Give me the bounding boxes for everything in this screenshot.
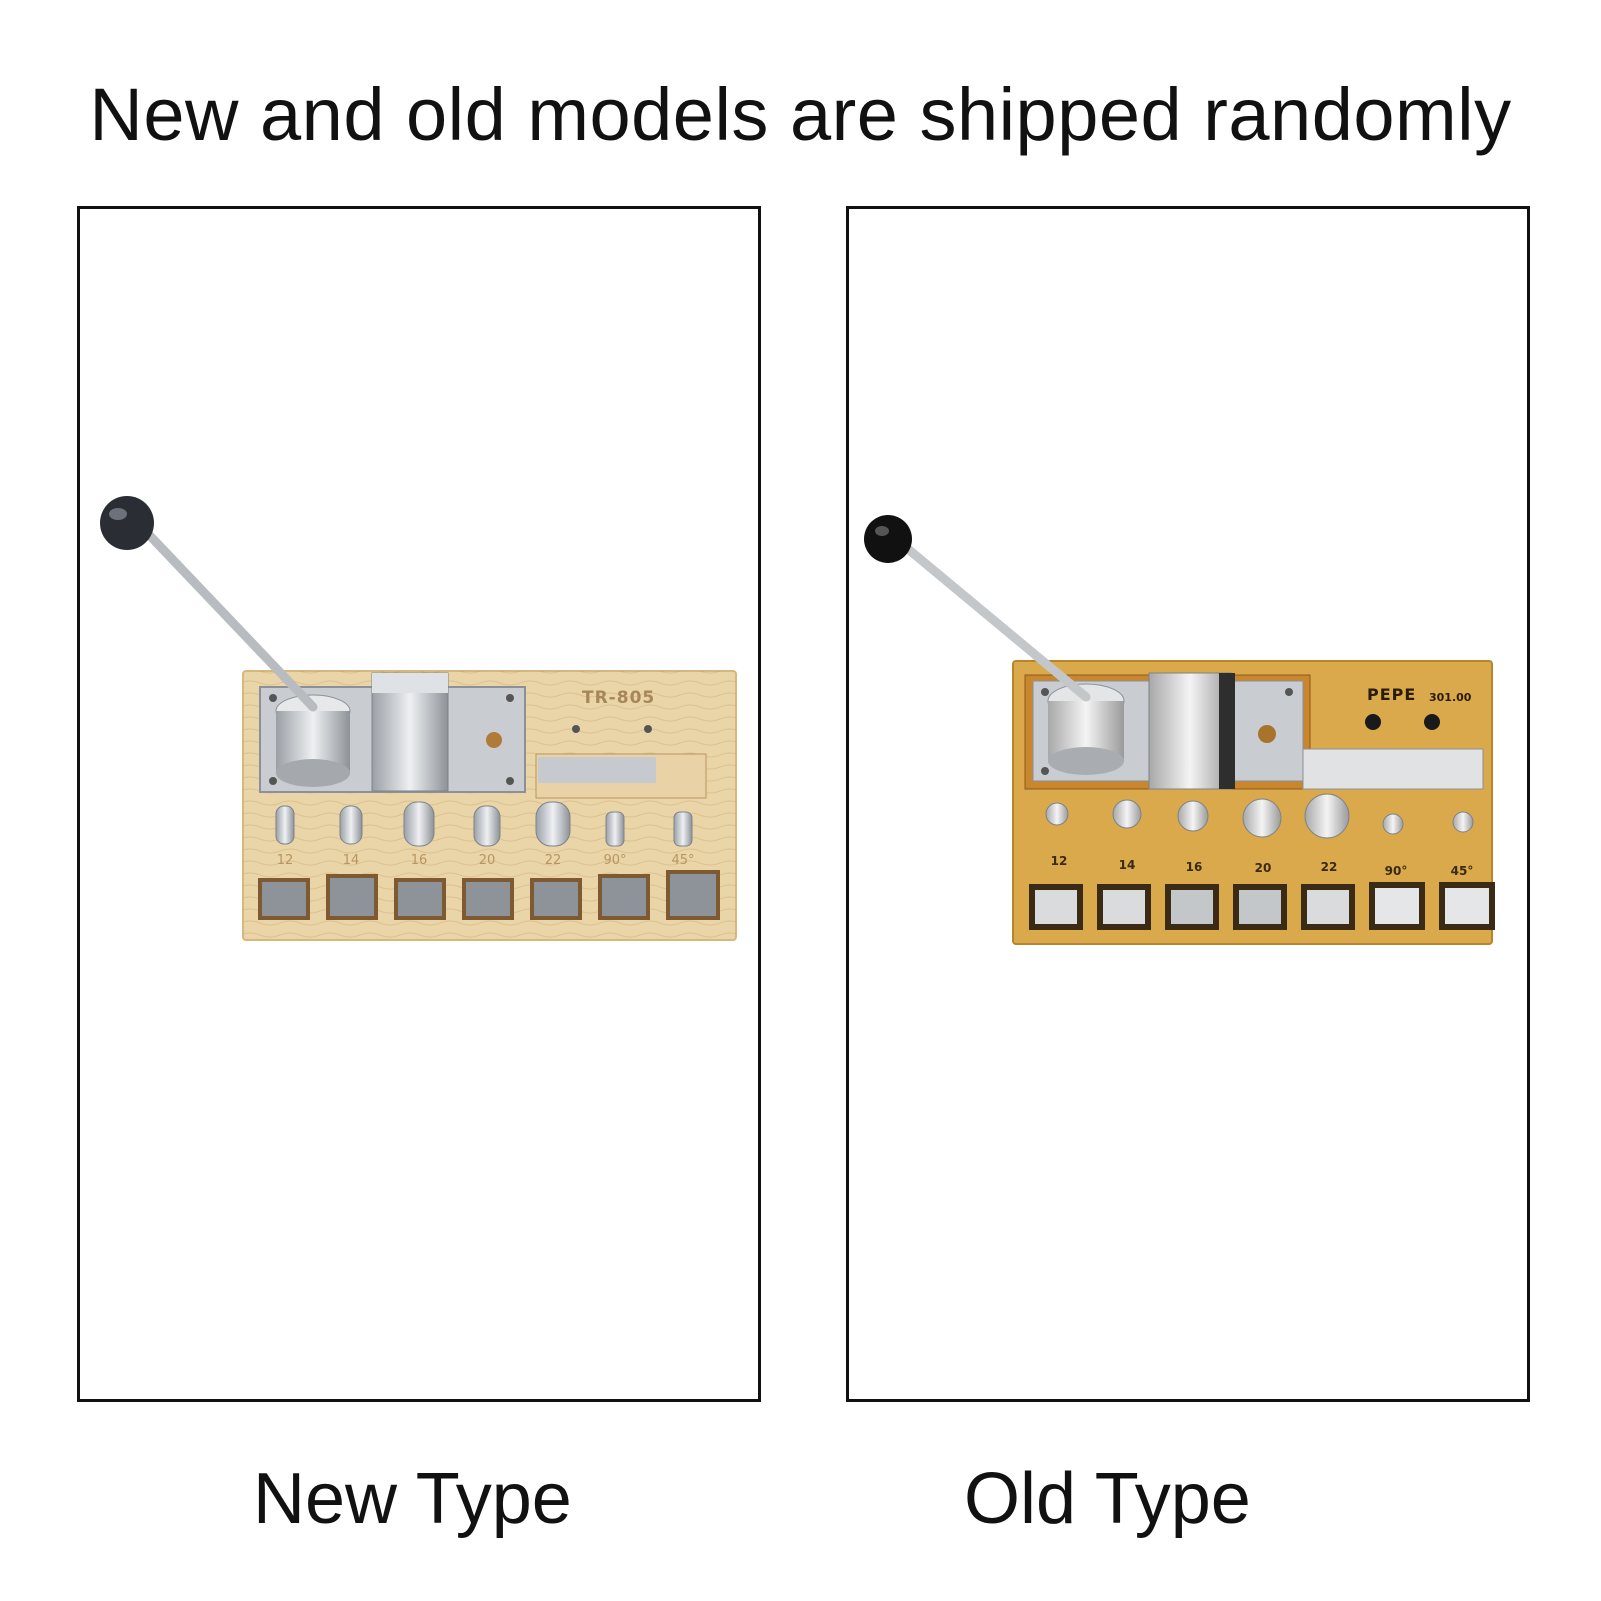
old-type-panel: PEPE 301.00 12 14 16 20 22 90° 45° xyxy=(846,206,1530,1402)
bending-dies xyxy=(258,870,720,920)
die-label-7: 45° xyxy=(671,853,694,868)
die-label-2: 14 xyxy=(343,853,360,868)
die-label-4: 20 xyxy=(1255,861,1272,875)
die-label-3: 16 xyxy=(1186,860,1203,874)
board-label: TR-805 xyxy=(582,688,655,708)
new-type-caption: New Type xyxy=(253,1459,572,1539)
black-knob xyxy=(100,496,154,550)
die-label-5: 22 xyxy=(1321,860,1338,874)
die-label-6: 90° xyxy=(1385,864,1408,878)
black-knob xyxy=(864,515,912,563)
die-label-5: 22 xyxy=(545,853,562,868)
mandrel-pins xyxy=(275,801,693,847)
lever-handle xyxy=(129,514,318,712)
headline: New and old models are shipped randomly xyxy=(89,73,1512,156)
board-model: 301.00 xyxy=(1429,691,1472,704)
mandrel-pins xyxy=(1045,793,1474,839)
old-type-caption: Old Type xyxy=(964,1459,1251,1539)
die-label-3: 16 xyxy=(411,853,428,868)
new-type-panel: TR-805 12 14 16 20 22 90° 45° xyxy=(77,206,761,1402)
bending-dies xyxy=(1029,882,1495,930)
lever-handle xyxy=(891,534,1091,702)
die-label-2: 14 xyxy=(1119,858,1136,872)
board-label: PEPE xyxy=(1367,685,1416,704)
die-label-4: 20 xyxy=(479,853,496,868)
die-label-6: 90° xyxy=(603,853,626,868)
die-label-7: 45° xyxy=(1451,864,1474,878)
new-type-ring-bender-illustration: TR-805 12 14 16 20 22 90° 45° xyxy=(100,496,737,941)
old-type-ring-bender-illustration: PEPE 301.00 12 14 16 20 22 90° 45° xyxy=(864,515,1495,945)
die-label-1: 12 xyxy=(277,853,294,868)
die-label-1: 12 xyxy=(1051,854,1068,868)
